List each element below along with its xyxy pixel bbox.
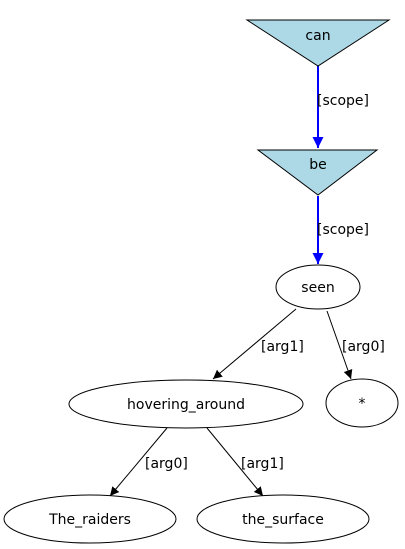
edge-label-can-be: [scope]	[317, 93, 369, 109]
edge-seen-hovering: [arg1]	[212, 308, 304, 380]
edge-label-hovering-surface: [arg1]	[241, 456, 284, 472]
edge-seen-star: [arg0]	[326, 310, 385, 380]
edge-can-be: [scope]	[312, 66, 369, 148]
edge-hovering-surface: [arg1]	[206, 427, 284, 497]
node-the-raiders[interactable]: The_raiders	[3, 494, 177, 544]
edge-be-seen: [scope]	[312, 196, 369, 264]
node-label-be: be	[309, 157, 327, 173]
node-the-surface[interactable]: the_surface	[196, 494, 370, 544]
edge-label-be-seen: [scope]	[317, 222, 369, 238]
edge-label-seen-hovering: [arg1]	[261, 339, 304, 355]
node-label-seen: seen	[301, 280, 334, 296]
node-label-hovering-around: hovering_around	[127, 397, 245, 413]
edge-label-hovering-raiders: [arg0]	[145, 456, 188, 472]
node-can[interactable]: can	[245, 19, 391, 67]
edge-hovering-raiders: [arg0]	[109, 427, 188, 497]
node-label-the-raiders: The_raiders	[48, 512, 131, 528]
node-label-star: *	[359, 396, 366, 412]
edge-label-seen-star: [arg0]	[342, 339, 385, 355]
node-seen[interactable]: seen	[275, 264, 361, 310]
node-label-the-surface: the_surface	[242, 512, 324, 528]
node-hovering-around[interactable]: hovering_around	[68, 379, 304, 429]
node-star[interactable]: *	[325, 378, 399, 428]
node-be[interactable]: be	[256, 149, 379, 196]
node-label-can: can	[305, 28, 330, 44]
